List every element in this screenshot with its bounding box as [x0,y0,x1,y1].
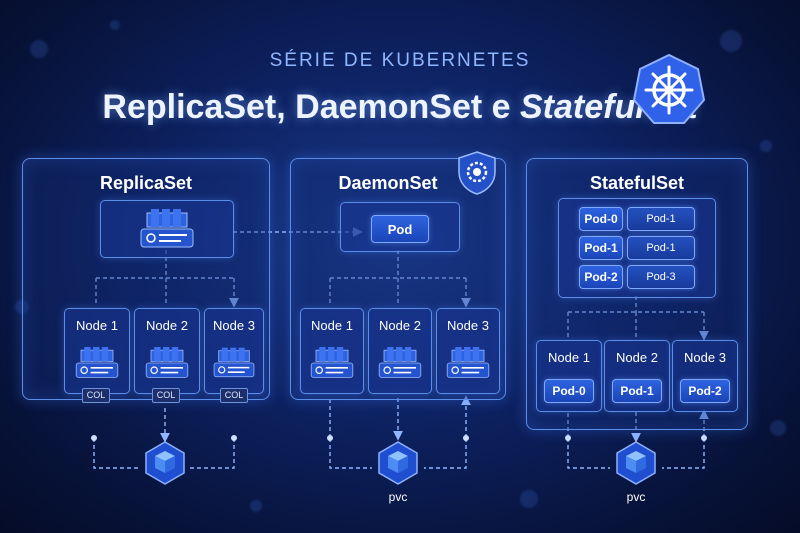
bokeh-dot [30,40,48,58]
statefulset-title: StatefulSet [589,173,685,193]
series-subtitle: SÉRIE DE KUBERNETES [269,50,531,71]
replicaset-node-3[interactable]: Node 3 [204,308,264,394]
replicaset-stack-icon [75,347,119,378]
statefulset-pod-2[interactable]: Pod-2 [579,265,623,289]
replicaset-stack-icon [446,347,490,378]
daemonset-controller[interactable]: Pod [340,202,460,252]
statefulset-controller[interactable]: Pod-0 Pod-1 Pod-1 Pod-1 Pod-2 Pod-3 [558,198,716,298]
replicaset-stack-icon [213,347,255,378]
daemonset-pod[interactable]: Pod [371,215,429,243]
replicaset-stack-icon [378,347,422,378]
bokeh-dot [250,500,262,512]
col-tag: COL [152,388,180,403]
pvc-label: pvc [626,490,646,504]
node-pod[interactable]: Pod-2 [680,379,730,403]
replicaset-stack-icon [310,347,354,378]
cube-storage-icon[interactable] [142,440,188,486]
cube-storage-icon[interactable] [375,440,421,486]
bokeh-dot [520,490,538,508]
replicaset-node-2[interactable]: Node 2 [134,308,200,394]
node-label: Node 1 [548,350,590,365]
shield-gear-icon [458,151,496,195]
daemonset-node-2[interactable]: Node 2 [368,308,432,394]
statefulset-node-3[interactable]: Node 3 Pod-2 [672,340,738,412]
node-pod[interactable]: Pod-0 [544,379,594,403]
node-label: Node 3 [213,318,255,333]
replicaset-stack-icon [140,209,194,248]
bokeh-dot [720,30,742,52]
node-pod[interactable]: Pod-1 [612,379,662,403]
pvc-label: pvc [388,490,408,504]
node-label: Node 2 [146,318,188,333]
node-label: Node 3 [447,318,489,333]
statefulset-pod-pair[interactable]: Pod-1 [627,207,695,231]
replicaset-controller[interactable] [100,200,234,258]
col-tag: COL [82,388,110,403]
daemonset-node-3[interactable]: Node 3 [436,308,500,394]
title-main: ReplicaSet, DaemonSet [102,88,483,126]
replicaset-stack-icon [145,347,189,378]
daemonset-node-1[interactable]: Node 1 [300,308,364,394]
bokeh-dot [770,420,786,436]
title-join: e [482,88,520,126]
node-label: Node 1 [76,318,118,333]
node-label: Node 2 [616,350,658,365]
statefulset-node-2[interactable]: Node 2 Pod-1 [604,340,670,412]
statefulset-pod-pair[interactable]: Pod-3 [627,265,695,289]
bokeh-dot [760,140,772,152]
statefulset-pod-1[interactable]: Pod-1 [579,236,623,260]
statefulset-node-1[interactable]: Node 1 Pod-0 [536,340,602,412]
statefulset-pod-0[interactable]: Pod-0 [579,207,623,231]
col-tag: COL [220,388,248,403]
node-label: Node 1 [311,318,353,333]
replicaset-node-1[interactable]: Node 1 [64,308,130,394]
daemonset-title: DaemonSet [338,173,438,193]
replicaset-title: ReplicaSet [99,173,193,193]
cube-storage-icon[interactable] [613,440,659,486]
node-label: Node 3 [684,350,726,365]
bokeh-dot [110,20,120,30]
statefulset-pod-pair[interactable]: Pod-1 [627,236,695,260]
kubernetes-helm-icon [632,53,706,124]
node-label: Node 2 [379,318,421,333]
